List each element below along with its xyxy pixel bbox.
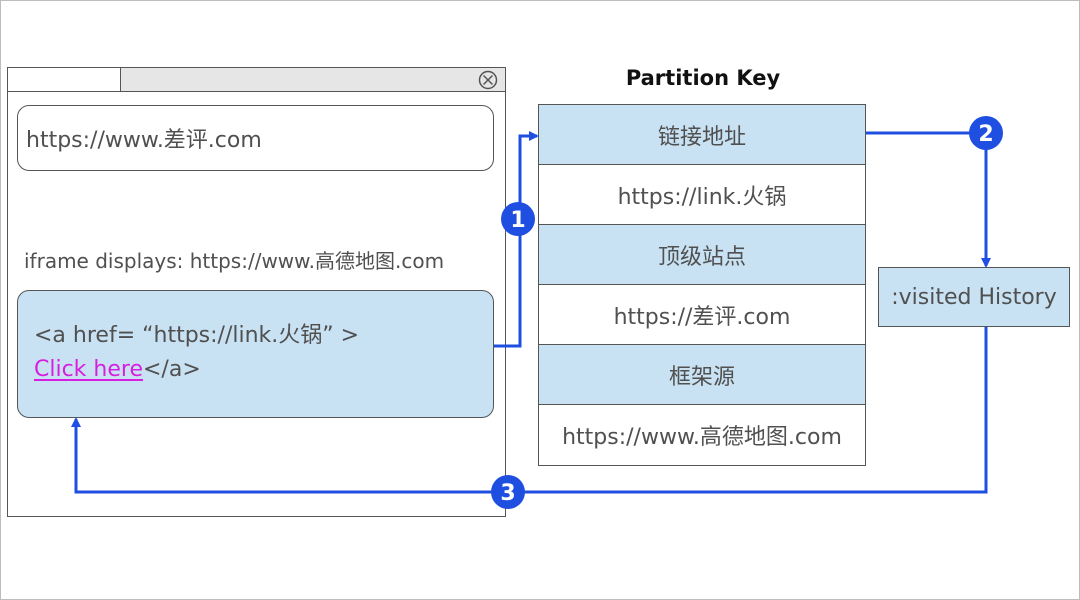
pk-row-frame-origin-value: https://www.高德地图.com bbox=[539, 405, 865, 465]
pk-row-top-level-site: 顶级站点 bbox=[539, 225, 865, 285]
arrow-step-2 bbox=[866, 131, 991, 268]
anchor-close-tag: </a> bbox=[143, 357, 201, 382]
partition-key-table: 链接地址 https://link.火锅 顶级站点 https://差评.com… bbox=[538, 104, 866, 466]
step-3-label: 3 bbox=[500, 481, 515, 506]
browser-title-bar bbox=[121, 68, 505, 92]
step-2-label: 2 bbox=[978, 122, 993, 147]
address-bar[interactable]: https://www.差评.com bbox=[17, 105, 494, 171]
iframe-code-box: <a href= “https://link.火锅” > Click here<… bbox=[17, 290, 494, 418]
step-2-badge: 2 bbox=[969, 116, 1003, 150]
iframe-caption: iframe displays: https://www.高德地图.com bbox=[24, 249, 445, 273]
pk-row-frame-origin: 框架源 bbox=[539, 345, 865, 405]
partition-key-title: Partition Key bbox=[625, 66, 781, 90]
anchor-content-line: Click here</a> bbox=[34, 357, 201, 382]
pk-row-link-address-value: https://link.火锅 bbox=[539, 165, 865, 225]
click-here-link[interactable]: Click here bbox=[34, 357, 143, 382]
pk-row-link-address: 链接地址 bbox=[539, 105, 865, 165]
address-url: https://www.差评.com bbox=[26, 128, 262, 153]
pk-row-top-level-site-value: https://差评.com bbox=[539, 285, 865, 345]
step-1-label: 1 bbox=[510, 208, 525, 233]
visited-history-box: :visited History bbox=[878, 267, 1070, 327]
arrow-step-1 bbox=[494, 131, 539, 348]
browser-tab[interactable] bbox=[8, 68, 121, 92]
anchor-open-tag: <a href= “https://link.火锅” > bbox=[34, 323, 360, 348]
arrow-step-3 bbox=[71, 327, 988, 494]
step-3-badge: 3 bbox=[491, 475, 525, 509]
close-icon[interactable] bbox=[478, 70, 498, 90]
step-1-badge: 1 bbox=[501, 202, 535, 236]
